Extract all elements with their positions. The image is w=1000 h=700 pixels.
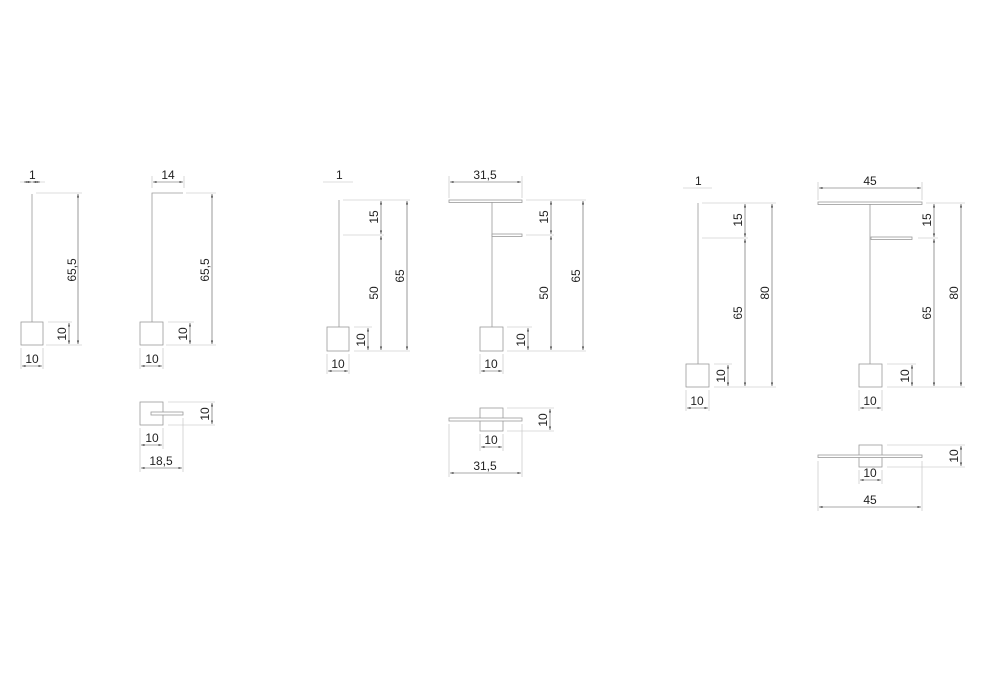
drawing-t-stand-65: 31,5 15 50 65 10 10 10 10 31,5 — [448, 168, 586, 477]
dim-lower: 50 — [537, 286, 551, 300]
plan-view: 10 10 45 — [817, 444, 965, 511]
base-block — [326, 326, 350, 352]
dim-height: 80 — [758, 286, 772, 300]
dim-top-width: 31,5 — [473, 168, 497, 182]
dim-height: 80 — [947, 286, 961, 300]
dim-base-height: 10 — [176, 327, 190, 341]
dim-upper: 15 — [731, 213, 745, 227]
dim-base-width: 10 — [331, 357, 345, 371]
plan-top-bar — [817, 454, 923, 458]
base-block — [685, 363, 710, 388]
dim-width: 1 — [29, 168, 36, 182]
plan-dim-base-width: 10 — [145, 431, 159, 445]
dim-base-height: 10 — [514, 333, 528, 347]
dim-base-width: 10 — [145, 352, 159, 366]
dim-width: 1 — [336, 168, 343, 182]
dim-upper: 15 — [920, 213, 934, 227]
plan-dim-total-width: 18,5 — [149, 454, 173, 468]
dim-upper: 15 — [537, 210, 551, 224]
dim-base-width: 10 — [25, 352, 39, 366]
plan-view: 10 10 18,5 — [139, 401, 215, 472]
dim-top-width: 45 — [863, 174, 877, 188]
drawing-pole-65-5: 1 65,5 10 10 — [20, 168, 82, 369]
top-bar — [448, 199, 523, 203]
dim-height: 65,5 — [65, 258, 79, 282]
dim-base-height: 10 — [55, 327, 69, 341]
dim-base-height: 10 — [714, 369, 728, 383]
dim-height: 65 — [393, 269, 407, 283]
dim-base-height: 10 — [354, 333, 368, 347]
base-block — [20, 321, 44, 346]
plan-top-bar — [448, 417, 523, 422]
base-block — [479, 326, 504, 352]
plan-arm — [150, 411, 184, 416]
dim-base-height: 10 — [898, 369, 912, 383]
plan-dim-total-width: 31,5 — [473, 459, 497, 473]
plan-dim-depth: 10 — [198, 407, 212, 421]
base-block — [858, 363, 883, 388]
plan-dim-base-width: 10 — [863, 466, 877, 480]
dim-lower: 50 — [367, 286, 381, 300]
dim-lower: 65 — [731, 306, 745, 320]
dim-arm: 14 — [161, 168, 175, 182]
dim-base-width: 10 — [484, 357, 498, 371]
arm — [870, 236, 913, 240]
plan-view: 10 10 31,5 — [448, 407, 554, 477]
drawing-pole-65: 1 15 50 65 10 10 — [323, 168, 410, 374]
dim-upper: 15 — [367, 210, 381, 224]
dim-base-width: 10 — [690, 394, 704, 408]
dim-width: 1 — [695, 174, 702, 188]
hook-pole — [151, 192, 183, 322]
dim-height: 65,5 — [198, 258, 212, 282]
plan-dim-total-width: 45 — [863, 493, 877, 507]
plan-dim-base-width: 10 — [484, 433, 498, 447]
plan-dim-depth: 10 — [536, 413, 550, 427]
dim-lower: 65 — [920, 306, 934, 320]
dim-height: 65 — [569, 269, 583, 283]
drawing-hook-65-5: 14 65,5 10 10 10 10 18,5 — [139, 168, 216, 472]
arm — [491, 233, 523, 237]
drawing-pole-80: 1 15 65 80 10 10 — [683, 174, 776, 411]
drawing-t-stand-80: 45 15 65 80 10 10 10 10 45 — [817, 174, 965, 511]
plan-dim-depth: 10 — [947, 449, 961, 463]
dim-base-width: 10 — [863, 394, 877, 408]
base-block — [139, 321, 164, 346]
